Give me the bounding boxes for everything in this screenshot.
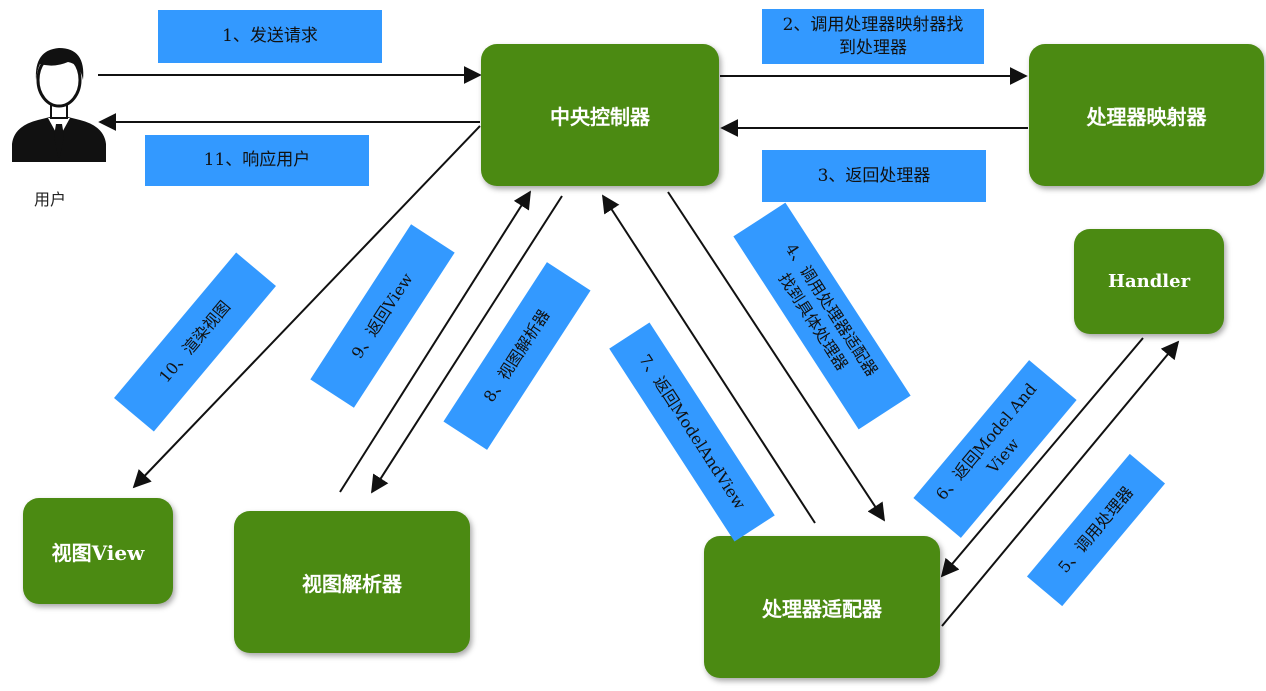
arrow-call-handler <box>941 340 1180 627</box>
handler-adapter-label: 处理器适配器 <box>762 596 882 621</box>
handler-node: Handler <box>1074 229 1224 334</box>
user-label: 用户 <box>34 190 67 209</box>
businessman-icon <box>12 48 106 162</box>
view-resolver-label: 视图解析器 <box>302 571 402 596</box>
handler-mapper-label: 处理器映射器 <box>1086 104 1207 129</box>
step-1-label: 1、发送请求 <box>158 10 382 63</box>
central-controller-label: 中央控制器 <box>550 104 650 129</box>
step-3-label: 3、返回处理器 <box>762 150 986 202</box>
arrow-return-modelandview <box>602 194 816 524</box>
central-controller-node: 中央控制器 <box>481 44 719 186</box>
arrow-render-view <box>132 125 481 489</box>
step-11-label: 11、响应用户 <box>145 135 369 186</box>
arrow-view-resolver <box>371 195 563 494</box>
handler-adapter-node: 处理器适配器 <box>704 536 940 678</box>
view-resolver-node: 视图解析器 <box>234 511 470 653</box>
arrow-return-view <box>339 190 531 493</box>
handler-mapper-node: 处理器映射器 <box>1029 44 1264 186</box>
step-2-label: 2、调用处理器映射器找 到处理器 <box>762 9 984 64</box>
handler-label: Handler <box>1107 271 1191 292</box>
arrow-call-adapter <box>667 191 885 522</box>
view-label: 视图View <box>51 540 145 565</box>
view-node: 视图View <box>23 498 173 604</box>
arrow-return-model-and-view <box>940 337 1144 578</box>
